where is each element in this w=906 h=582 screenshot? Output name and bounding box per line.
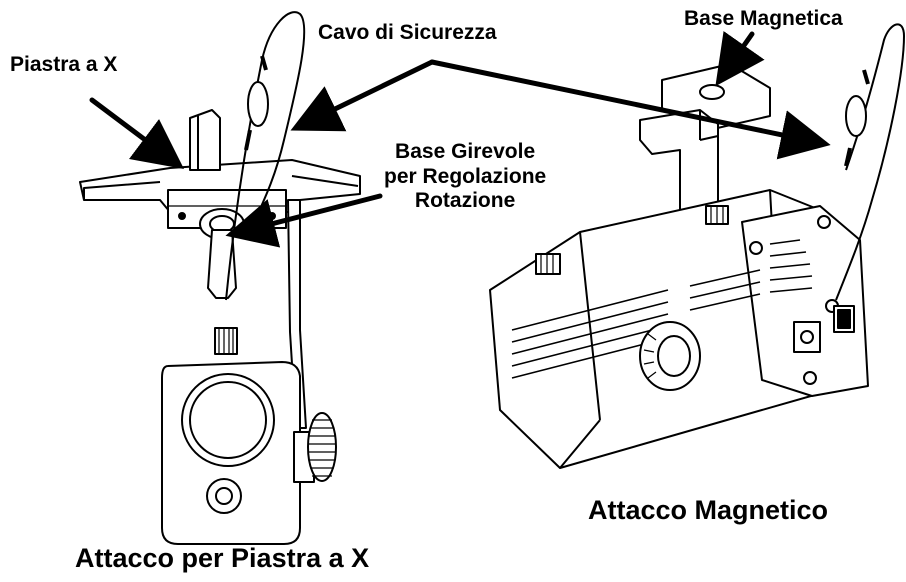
magnetic-mount-fixture-illustration — [489, 63, 869, 469]
caption-attacco-magnetico: Attacco Magnetico — [588, 495, 829, 525]
label-base-girevole-line-1: Base Girevole — [395, 140, 536, 163]
arrow-piastra-a-x — [89, 97, 184, 169]
x-plate-mount-illustration — [79, 109, 361, 545]
arrow-base-girevole — [225, 193, 383, 248]
label-base-girevole-line-3: Rotazione — [414, 189, 516, 213]
arrow-base-magnetica — [715, 30, 765, 87]
safety-cable-icon — [835, 23, 906, 301]
label-base-girevole: Base Girevole per Regolazione Rotazione — [384, 140, 546, 214]
label-base-magnetica: Base Magnetica — [684, 7, 843, 30]
caption-attacco-per-piastra-a-x: Attacco per Piastra a X — [75, 543, 370, 573]
label-cavo-di-sicurezza: Cavo di Sicurezza — [318, 21, 497, 44]
arrow-cavo-left — [290, 59, 435, 132]
safety-cable-icon — [225, 11, 306, 301]
arrow-cavo-right — [429, 59, 831, 160]
label-piastra-a-x: Piastra a X — [10, 53, 118, 76]
label-base-girevole-line-2: per Regolazione — [384, 164, 547, 188]
callout-arrows — [89, 30, 831, 248]
